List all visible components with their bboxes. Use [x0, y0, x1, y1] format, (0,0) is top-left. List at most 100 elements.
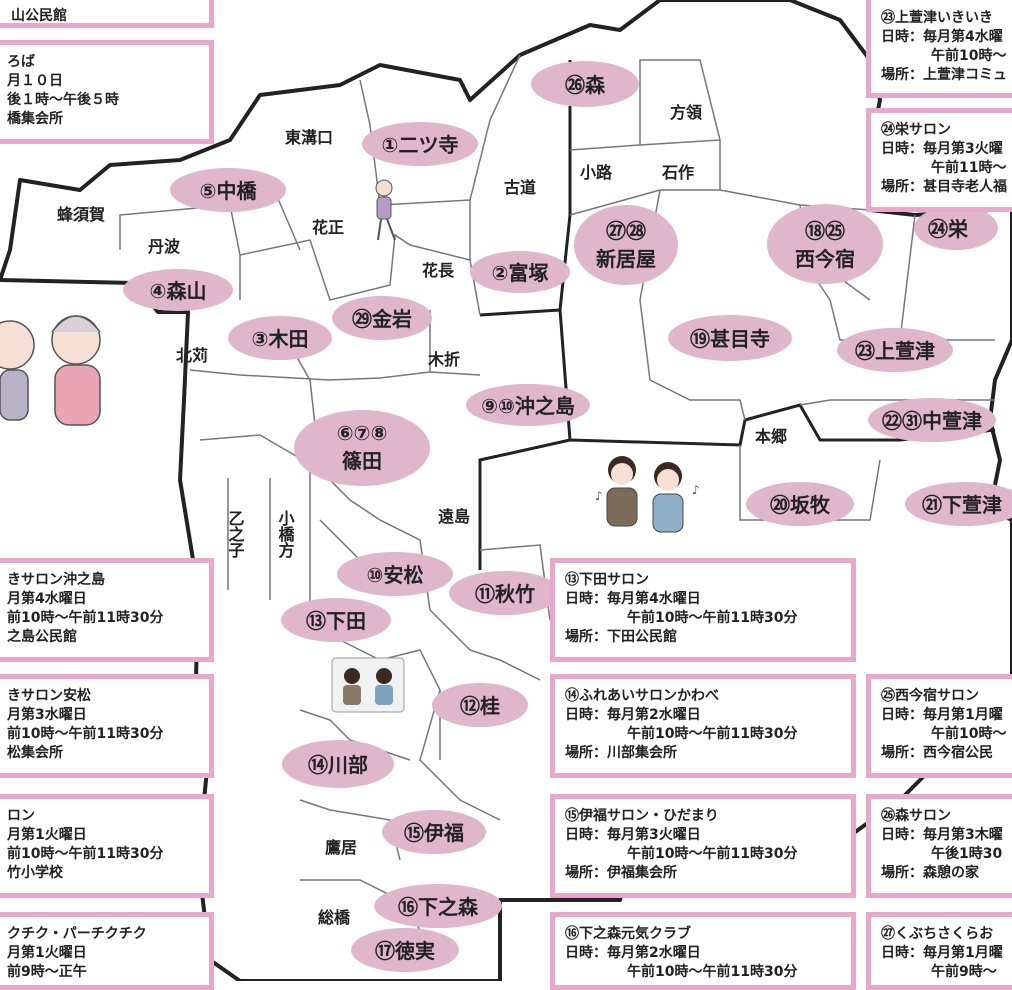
area-label: 鷹居 — [325, 838, 357, 857]
area-label: 乙之子 — [226, 510, 245, 559]
area-label: 本郷 — [755, 427, 787, 446]
info-box-left-2: きサロン安松 月第3水曜日 前10時～午前11時30分 松集会所 — [0, 674, 214, 778]
box-time: 午前10時～ — [931, 726, 1007, 742]
box-date: 日時：毎月第3木曜 — [881, 827, 1003, 843]
area-label: 蜂須賀 — [57, 205, 105, 224]
box-line: 月第1火曜日 — [7, 827, 87, 843]
box-line: 松集会所 — [7, 745, 63, 761]
salon-marker-okinoshima[interactable]: ⑨⑩沖之島 — [466, 384, 590, 426]
svg-text:㉑下萱津: ㉑下萱津 — [922, 493, 1002, 517]
box-date: 日時：毎月第2水曜日 — [565, 707, 701, 723]
svg-text:⑱㉕: ⑱㉕ — [805, 219, 845, 243]
info-box-shimonomori: ⑯下之森元気クラブ 日時：毎月第2水曜日 午前10時～午前11時30分 — [550, 912, 856, 990]
info-box-shimoda: ⑬下田サロン 日時：毎月第4水曜日 午前10時～午前11時30分 場所：下田公民… — [550, 558, 856, 662]
salon-marker-kawabe[interactable]: ⑭川部 — [282, 740, 394, 788]
salon-marker-nakahashi[interactable]: ⑤中橋 — [170, 168, 286, 212]
salon-marker-tomizuka[interactable]: ②富塚 — [470, 251, 570, 293]
salon-marker-shimonomori[interactable]: ⑯下之森 — [374, 884, 502, 928]
salon-marker-moriyama[interactable]: ④森山 — [123, 269, 233, 311]
box-place: 場所：森憩の家 — [881, 865, 979, 881]
svg-text:新居屋: 新居屋 — [596, 247, 656, 271]
svg-text:⑨⑩沖之島: ⑨⑩沖之島 — [481, 394, 575, 418]
box-time: 午前9時～ — [931, 964, 997, 980]
box-time: 午前10時～午前11時30分 — [627, 610, 798, 626]
info-box-top-strip: 山公民館 — [0, 0, 214, 28]
box-time: 午前10時～ — [931, 48, 1007, 64]
box-date: 日時：毎月第4水曜 — [881, 29, 1003, 45]
box-title: ㉖森サロン — [881, 808, 951, 824]
info-box-kamikayazu: ㉓上萱津いきいき 日時：毎月第4水曜 午前10時～ 場所：上萱津コミュ — [866, 0, 1012, 98]
svg-text:②富塚: ②富塚 — [492, 261, 549, 285]
area-label: 花長 — [422, 261, 455, 280]
box-place: 場所：下田公民館 — [565, 629, 677, 645]
info-box-left-1: きサロン沖之島 月第4水曜日 前10時～午前11時30分 之島公民館 — [0, 558, 214, 662]
svg-text:♪: ♪ — [692, 483, 700, 497]
salon-marker-tokuzane[interactable]: ⑰徳実 — [351, 928, 459, 972]
salon-marker-yasumatsu[interactable]: ⑩安松 — [337, 552, 453, 596]
svg-text:⑤中橋: ⑤中橋 — [200, 179, 258, 203]
box-date: 日時：毎月第1月曜 — [881, 707, 1003, 723]
box-date: 日時：毎月第3火曜日 — [565, 827, 701, 843]
area-label: 丹波 — [148, 237, 181, 256]
area-label: 遠島 — [438, 507, 470, 526]
area-label: 石作 — [661, 163, 694, 182]
box-line: 月１０日 — [7, 73, 63, 89]
svg-text:⑬下田: ⑬下田 — [306, 609, 366, 633]
box-title: ㉔栄サロン — [881, 122, 951, 138]
salon-marker-kaneiwa[interactable]: ㉙金岩 — [332, 296, 432, 340]
svg-text:⑭川部: ⑭川部 — [308, 753, 368, 777]
box-line: 山公民館 — [11, 8, 67, 24]
info-box-nishiimajuku: ㉕西今宿サロン 日時：毎月第1月曜 午前10時～ 場所：西今宿公民 — [866, 674, 1012, 778]
box-line: 前10時～午前11時30分 — [7, 610, 164, 626]
box-line: 後１時～午後５時 — [7, 92, 119, 108]
area-labels: 東溝口 蜂須賀 丹波 花正 花長 古道 北苅 木折 小路 石作 方領 本郷 遠島… — [57, 103, 787, 927]
box-time: 午前10時～午前11時30分 — [627, 964, 798, 980]
svg-text:⑯下之森: ⑯下之森 — [398, 895, 479, 919]
salon-marker-shimoda[interactable]: ⑬下田 — [281, 598, 391, 642]
svg-text:㉓上萱津: ㉓上萱津 — [855, 339, 935, 363]
info-box-left-4: クチク・パーチクチク 月第1火曜日 前9時～正午 — [0, 912, 214, 990]
svg-text:㉖森: ㉖森 — [565, 73, 606, 97]
box-date: 日時：毎月第3火曜 — [881, 141, 1003, 157]
salon-marker-araiya[interactable]: ㉗㉘ 新居屋 — [574, 205, 678, 285]
svg-text:⑲甚目寺: ⑲甚目寺 — [690, 327, 770, 351]
box-line: 橋集会所 — [7, 111, 63, 127]
salon-marker-akitake[interactable]: ⑪秋竹 — [449, 571, 561, 615]
salon-marker-jimokuji[interactable]: ⑲甚目寺 — [668, 315, 792, 361]
box-title: ⑬下田サロン — [565, 572, 649, 588]
salon-marker-sakamaki[interactable]: ⑳坂牧 — [746, 482, 854, 526]
svg-text:⑮伊福: ⑮伊福 — [404, 821, 464, 845]
box-line: 月第3水曜日 — [7, 707, 87, 723]
salon-marker-shimokayazu[interactable]: ㉑下萱津 — [905, 482, 1012, 526]
salon-marker-shinoda[interactable]: ⑥⑦⑧ 篠田 — [294, 410, 430, 486]
box-line: 月第4水曜日 — [7, 591, 87, 607]
area-label: 北苅 — [176, 346, 208, 365]
salon-marker-mori[interactable]: ㉖森 — [531, 61, 639, 107]
box-line: きサロン沖之島 — [7, 572, 105, 588]
svg-text:⑩安松: ⑩安松 — [367, 563, 424, 587]
box-line: 前10時～午前11時30分 — [7, 846, 164, 862]
salon-marker-nakakayazu[interactable]: ㉒㉛中萱津 — [868, 398, 996, 442]
area-label: 小橋方 — [276, 510, 295, 559]
salon-marker-sakae[interactable]: ㉔栄 — [914, 206, 998, 250]
salon-pills: ①二ツ寺 ②富塚 ③木田 ④森山 ⑤中橋 ⑥⑦⑧ 篠田 ⑨⑩沖之島 — [123, 61, 1012, 972]
box-place: 場所：上萱津コミュ — [881, 67, 1007, 83]
salon-marker-kida[interactable]: ③木田 — [228, 316, 332, 360]
walking-woman-icon — [375, 179, 396, 241]
chatting-pair-icon — [331, 657, 405, 713]
salon-marker-nishiimajuku[interactable]: ⑱㉕ 西今宿 — [767, 204, 883, 284]
salon-marker-futatsudera[interactable]: ①二ツ寺 — [362, 122, 478, 166]
district-boundary — [0, 60, 996, 570]
salon-marker-katsura[interactable]: ⑫桂 — [432, 683, 528, 727]
box-title: ㉗くぶちさくらお — [881, 926, 994, 942]
box-title: ⑮伊福サロン・ひだまり — [565, 808, 719, 824]
box-title: ⑯下之森元気クラブ — [565, 926, 691, 942]
box-line: クチク・パーチクチク — [7, 926, 147, 942]
salon-marker-ifuku[interactable]: ⑮伊福 — [382, 810, 486, 854]
info-box-ifuku: ⑮伊福サロン・ひだまり 日時：毎月第3火曜日 午前10時～午前11時30分 場所… — [550, 794, 856, 898]
box-place: 場所：西今宿公民 — [881, 745, 993, 761]
salon-marker-kamikayazu[interactable]: ㉓上萱津 — [837, 328, 953, 372]
svg-text:♪: ♪ — [595, 489, 603, 503]
info-box-kubuchi: ㉗くぶちさくらお 日時：毎月第1月曜 午前9時～ — [866, 912, 1012, 990]
box-time: 午前10時～午前11時30分 — [627, 726, 798, 742]
